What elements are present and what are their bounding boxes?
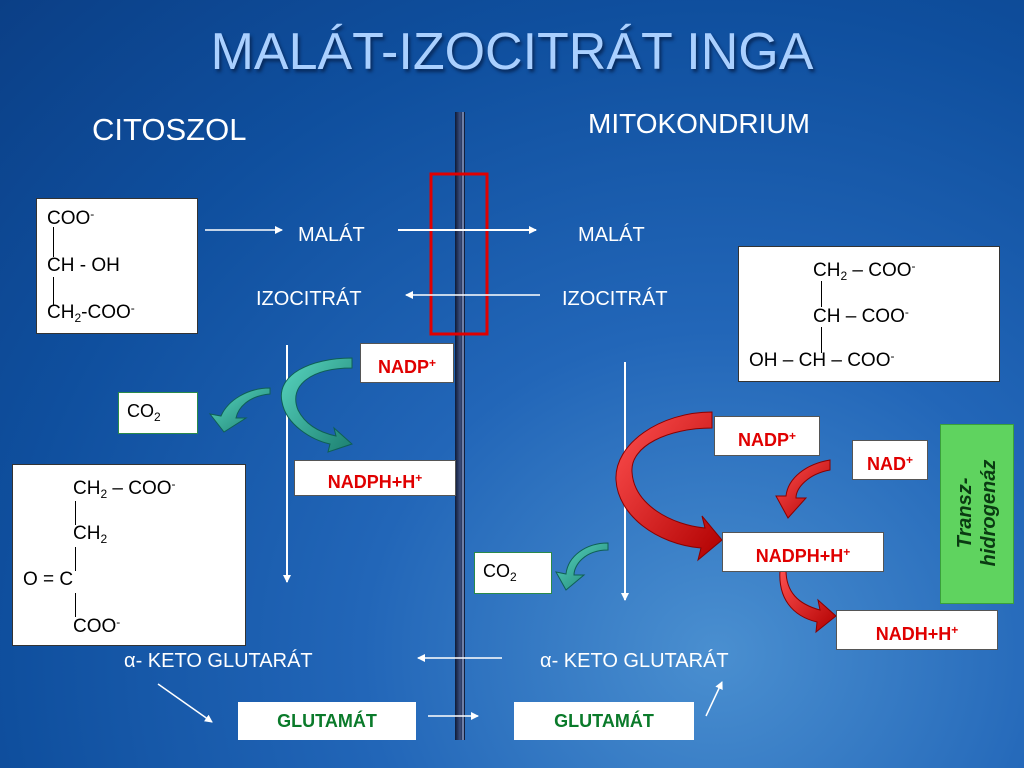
label-malat-mito: MALÁT [578,224,645,246]
label-keto-mito: α- KETO GLUTARÁT [540,650,729,672]
tag-nadp-cyto: NADP+ [360,343,454,383]
co2-box-mito: CO2 [474,552,552,594]
arrow-keto-to-glutamat [157,683,213,723]
keto-line-1: CH2 – COO- [73,477,176,501]
page-title: MALÁT-IZOCITRÁT INGA [210,23,814,81]
izocitrat-line-2: CH – COO- [813,305,909,327]
membrane-bar [455,112,465,740]
tag-nadph-cyto: NADPH+H+ [294,460,456,496]
malat-line-1: COO- [47,207,95,229]
label-malat-cyto: MALÁT [298,224,365,246]
tag-nadph-mito: NADPH+H+ [722,532,884,572]
header-citoszol: CITOSZOL [92,112,247,147]
keto-line-2: CH2 [73,523,108,546]
transhydrogenase-box: Transz- hidrogenáz [940,424,1014,604]
tag-nadp-mito: NADP+ [714,416,820,456]
header-mitokondrium: MITOKONDRIUM [588,108,810,139]
bond-line [821,281,822,307]
malat-structure-box: COO- CH - OH CH2-COO- [36,198,198,334]
label-izocitrat-cyto: IZOCITRÁT [256,288,362,310]
malat-line-2: CH - OH [47,255,120,276]
bond-line [75,593,76,617]
malat-line-3: CH2-COO- [47,301,135,325]
keto-structure-box: CH2 – COO- CH2 O = C COO- [12,464,246,646]
tag-nadh: NADH+H+ [836,610,998,650]
bond-line [53,277,54,305]
izocitrat-line-3: OH – CH – COO- [749,349,895,371]
teal-arrow-nadp-to-nadph [280,357,353,453]
carrier-box [429,172,489,336]
keto-line-3: O = C [23,569,74,590]
izocitrat-structure-box: CH2 – COO- CH – COO- OH – CH – COO- [738,246,1000,382]
bond-line [53,227,54,257]
glutamat-box-cyto: GLUTAMÁT [238,702,416,740]
red-arrow-nadp-to-nadph [615,411,723,562]
bond-line [821,327,822,353]
label-izocitrat-mito: IZOCITRÁT [562,288,668,310]
arrow-glutamat-to-keto [705,681,723,717]
izocitrat-line-1: CH2 – COO- [813,259,916,283]
label-keto-cyto: α- KETO GLUTARÁT [124,650,313,672]
bond-line [75,547,76,571]
tag-nad: NAD+ [852,440,928,480]
keto-line-4: COO- [73,615,121,637]
bond-line [75,501,76,525]
transhydrogenase-label: Transz- hidrogenáz [954,459,1000,567]
glutamat-box-mito: GLUTAMÁT [514,702,694,740]
teal-arrow-co2-cyto [208,387,271,433]
teal-arrow-co2-mito [555,542,609,591]
red-arrow-nadh [779,569,837,634]
co2-box-cyto: CO2 [118,392,198,434]
red-arrow-nad [775,459,831,519]
